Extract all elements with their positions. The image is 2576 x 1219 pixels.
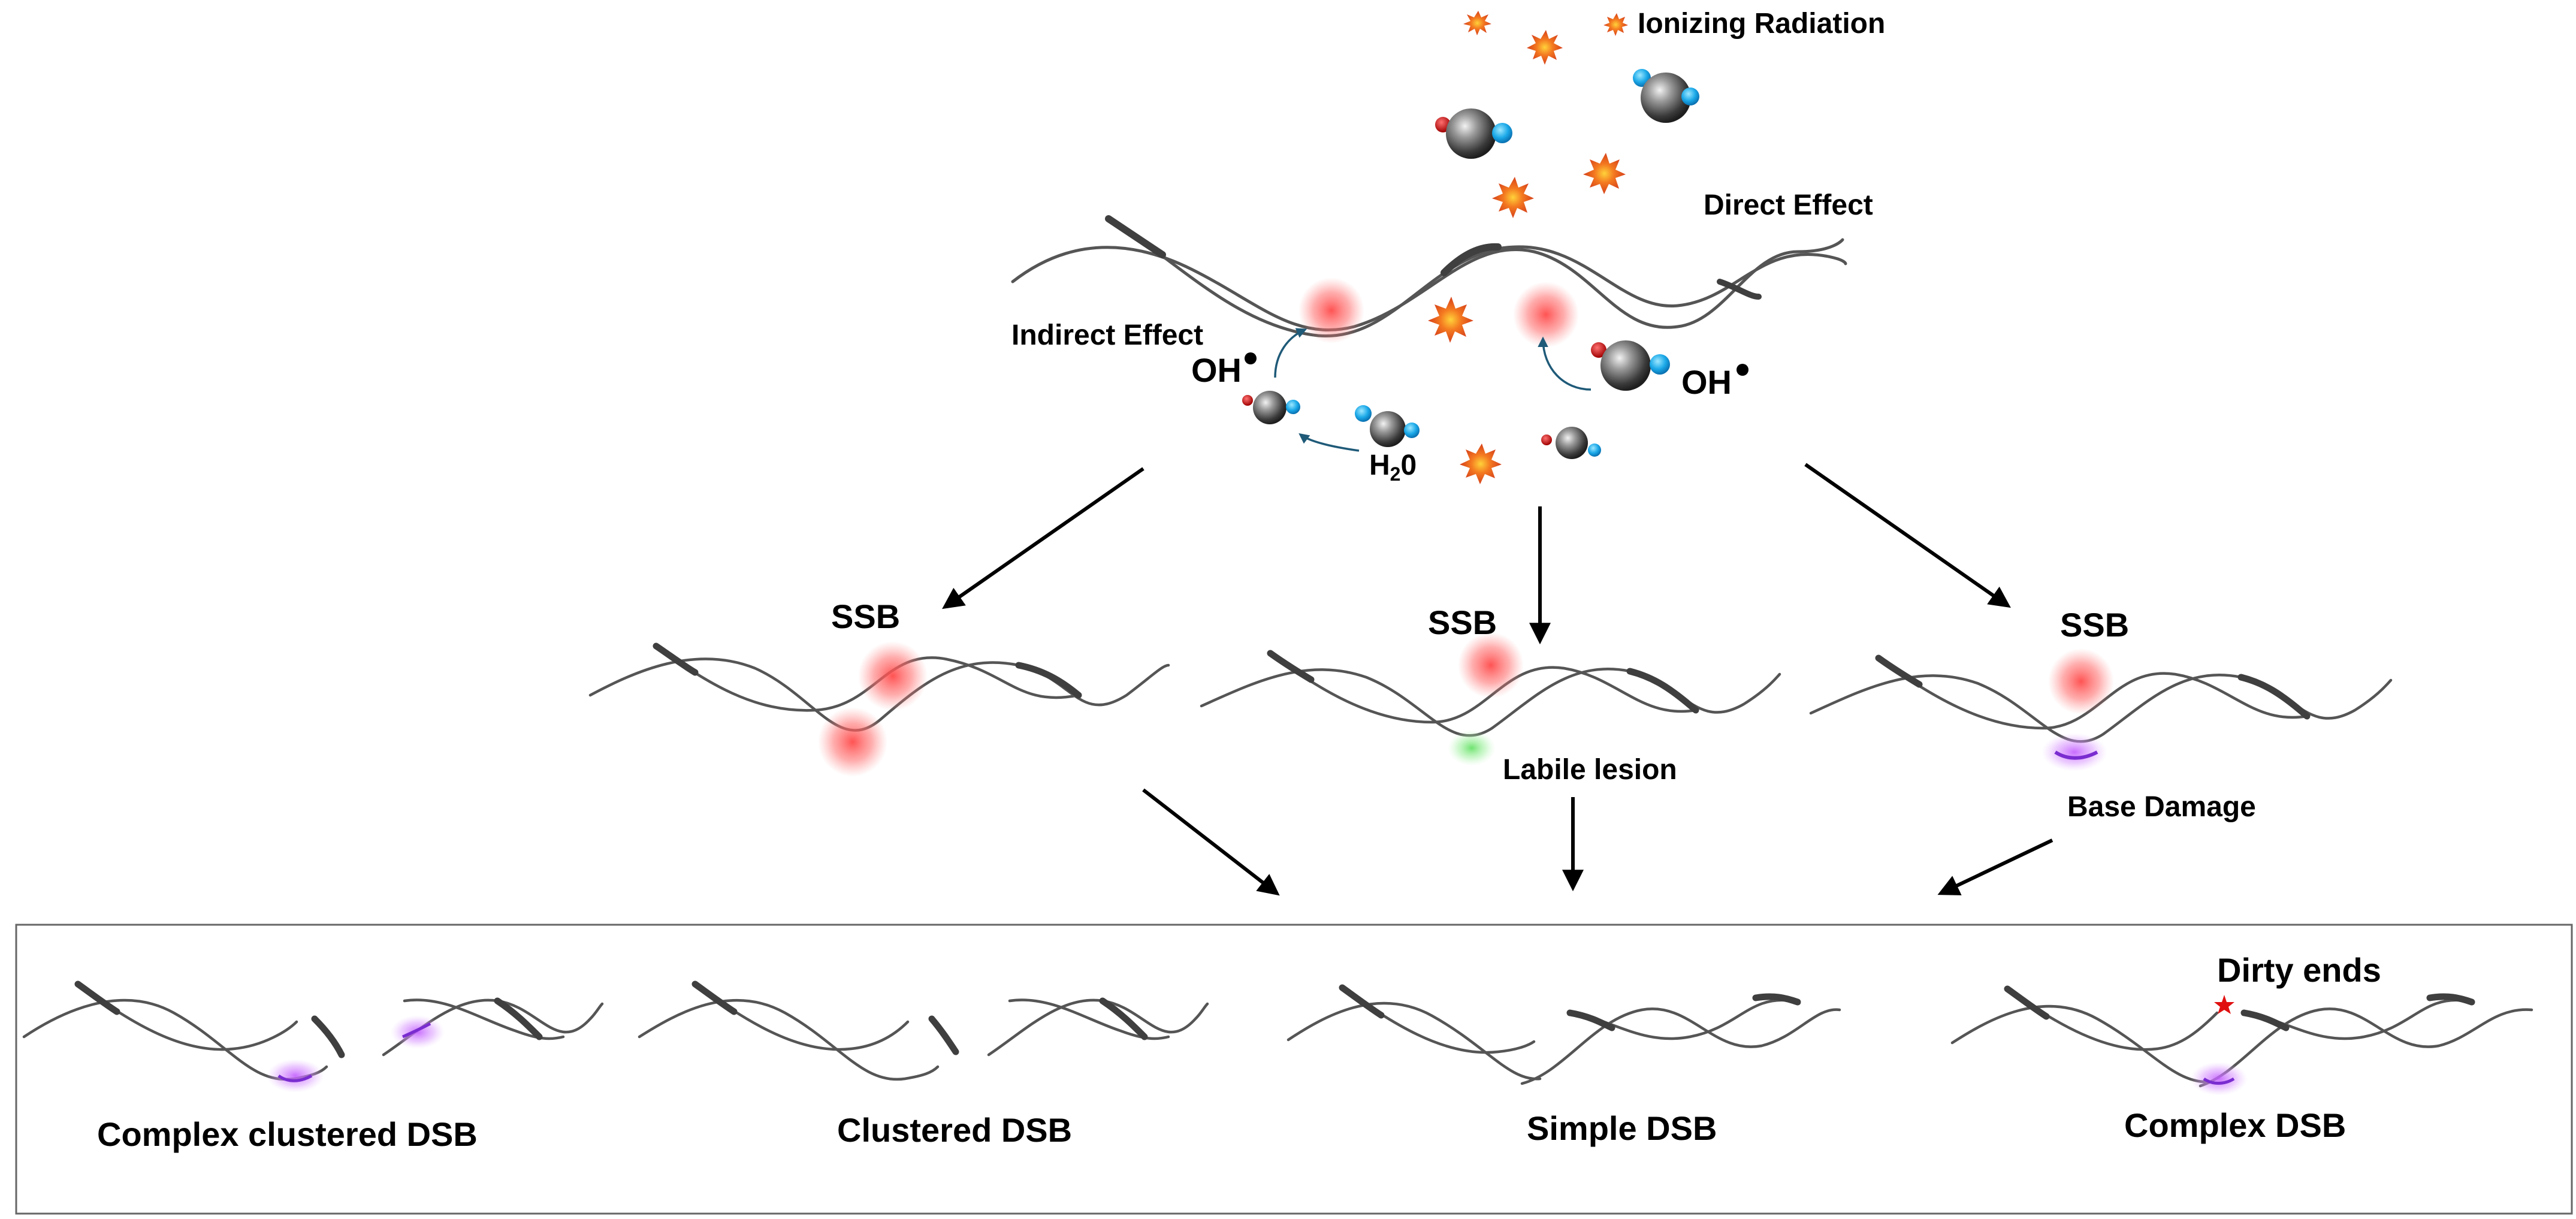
indirect-effect-label: Indirect Effect [1011, 319, 1203, 351]
radiation-burst-icon [1583, 153, 1626, 194]
base-damage-mark [2054, 750, 2098, 760]
base-damage-mark [401, 1022, 431, 1039]
curved-arrow-icon [1274, 328, 1307, 378]
svg-text:OH: OH [1191, 351, 1242, 389]
curved-arrow-icon [1298, 433, 1360, 452]
labile-lesion-label: Labile lesion [1503, 754, 1677, 786]
water-molecule-icon [1541, 427, 1601, 459]
dsb-types-frame [15, 924, 2573, 1215]
dsb-complex-dna [1950, 985, 2533, 1088]
simple-dsb-label: Simple DSB [1527, 1109, 1717, 1147]
arrow-right-to-dsb [1937, 838, 2053, 895]
dsb-simple-dna [1287, 984, 1841, 1085]
svg-text:OH: OH [1681, 363, 1732, 401]
base-damage-glow [2042, 733, 2107, 771]
ssb-glow-main-left [1298, 277, 1364, 343]
ssb-glow-center [1458, 632, 1524, 698]
curved-arrow-icon [1538, 336, 1591, 391]
water-molecule-icon [1355, 405, 1420, 447]
ssb-label-left: SSB [831, 598, 900, 635]
oh-radical-left: OH [1191, 351, 1257, 389]
dirty-end-star-icon [2214, 995, 2234, 1014]
complex-dsb-label: Complex DSB [2124, 1106, 2346, 1144]
radiation-burst-icon [1527, 30, 1563, 65]
base-damage-glow [391, 1015, 445, 1049]
base-damage-label: Base Damage [2067, 791, 2256, 823]
dsb-clustered-dna [638, 980, 1209, 1081]
dsb-complex-clustered-dna [22, 980, 604, 1081]
water-molecule-icon [1633, 69, 1699, 123]
ssb-label-right: SSB [2060, 606, 2129, 644]
direct-effect-label: Direct Effect [1704, 189, 1873, 221]
dirty-ends-label: Dirty ends [2217, 951, 2381, 989]
radiation-burst-icon [1463, 11, 1491, 35]
arrow-to-right-ssb [1804, 463, 2011, 608]
ssb-glow-left-lower [818, 707, 887, 777]
radiation-bursts [1428, 11, 1628, 484]
clustered-dsb-label: Clustered DSB [837, 1111, 1072, 1149]
complex-clustered-dsb-label: Complex clustered DSB [97, 1115, 478, 1153]
radiation-burst-icon [1603, 13, 1628, 36]
h2o-label: H20 [1369, 449, 1417, 485]
ionizing-radiation-label: Ionizing Radiation [1638, 8, 1885, 40]
base-damage-glow [267, 1059, 324, 1093]
radiation-burst-icon [1428, 297, 1473, 343]
water-molecule-icon [1435, 108, 1512, 159]
main-dna-helix [1011, 215, 1847, 337]
ssb-glow-right [2048, 648, 2114, 714]
oh-radical-right: OH [1681, 363, 1748, 401]
ssb-glow-main-right [1513, 282, 1579, 348]
ssb-dna-center [1200, 650, 1781, 737]
base-damage-mark [2203, 1077, 2235, 1085]
radiation-burst-icon [1492, 177, 1534, 218]
radiation-burst-icon [1460, 443, 1502, 484]
ssb-label-center: SSB [1428, 604, 1497, 641]
arrow-to-left-ssb [942, 467, 1144, 610]
water-molecule-icon [1242, 391, 1300, 424]
water-molecule-icon [1591, 340, 1670, 391]
base-damage-glow [2190, 1062, 2248, 1096]
labile-lesion-glow [1448, 730, 1496, 766]
ssb-glow-left-upper [858, 641, 928, 711]
base-damage-mark [277, 1074, 313, 1082]
arrow-left-to-dsb [1142, 788, 1280, 896]
